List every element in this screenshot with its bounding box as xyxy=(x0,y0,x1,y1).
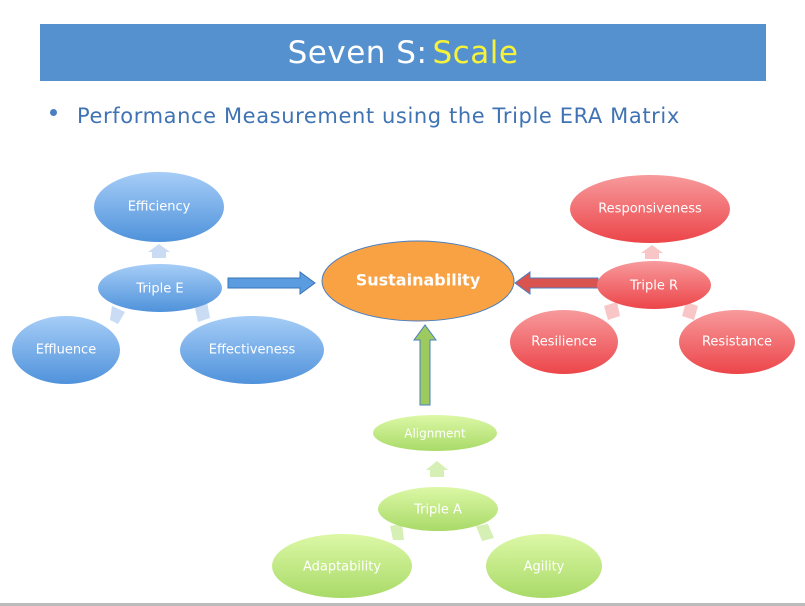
svg-text:Triple R: Triple R xyxy=(629,279,678,294)
node-responsiveness: Responsiveness xyxy=(570,175,730,243)
svg-text:Alignment: Alignment xyxy=(404,427,466,441)
svg-text:Adaptability: Adaptability xyxy=(303,560,381,575)
svg-text:Triple A: Triple A xyxy=(413,503,462,518)
chevrons-a xyxy=(390,461,494,541)
node-effectiveness: Effectiveness xyxy=(180,316,324,384)
svg-text:Effluence: Effluence xyxy=(36,343,96,358)
svg-text:Triple E: Triple E xyxy=(135,282,183,297)
bullet-dot-icon xyxy=(50,108,57,116)
chevrons-r xyxy=(604,245,698,320)
title-bar: Seven S: Scale xyxy=(40,24,766,81)
arrow-up-icon xyxy=(413,324,437,406)
node-triple-a: Triple A xyxy=(378,487,498,531)
svg-text:Sustainability: Sustainability xyxy=(356,271,481,290)
node-agility: Agility xyxy=(486,534,602,598)
svg-text:Resistance: Resistance xyxy=(702,335,772,350)
svg-text:Responsiveness: Responsiveness xyxy=(598,202,702,217)
node-sustainability: Sustainability xyxy=(321,240,515,322)
node-triple-e: Triple E xyxy=(98,264,222,312)
title-highlight: Scale xyxy=(432,34,519,71)
bullet-point: Performance Measurement using the Triple… xyxy=(50,104,680,128)
svg-text:Effectiveness: Effectiveness xyxy=(209,343,296,358)
node-resistance: Resistance xyxy=(679,310,795,374)
arrow-left-icon xyxy=(514,271,599,295)
bullet-text: Performance Measurement using the Triple… xyxy=(77,104,680,128)
node-effluence: Effluence xyxy=(12,316,120,384)
arrow-right-icon xyxy=(227,271,316,295)
title-prefix: Seven S: xyxy=(287,34,428,71)
svg-text:Resilience: Resilience xyxy=(531,335,596,350)
svg-text:Agility: Agility xyxy=(524,560,565,575)
node-efficiency: Efficiency xyxy=(94,172,224,242)
node-triple-r: Triple R xyxy=(597,261,711,309)
chevrons-e xyxy=(110,244,210,324)
node-adaptability: Adaptability xyxy=(272,534,412,598)
bottom-divider xyxy=(0,603,805,606)
node-alignment: Alignment xyxy=(373,415,497,451)
node-resilience: Resilience xyxy=(510,310,618,374)
svg-text:Efficiency: Efficiency xyxy=(128,200,191,215)
